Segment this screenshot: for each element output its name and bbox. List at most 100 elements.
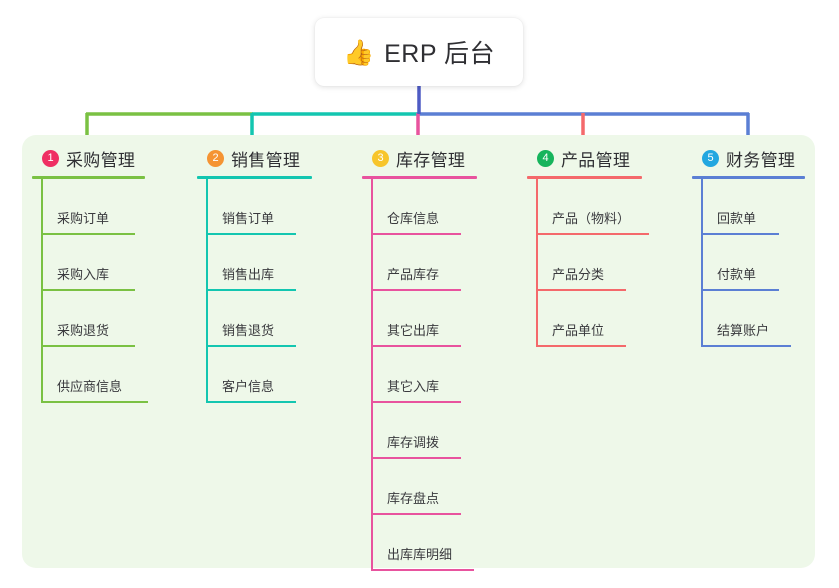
branch-item[interactable]: 客户信息 xyxy=(197,347,312,403)
branch-item-label: 其它入库 xyxy=(387,379,440,394)
branch-item-label: 采购订单 xyxy=(57,211,110,226)
branch-item[interactable]: 产品分类 xyxy=(527,235,642,291)
branch-item-label: 回款单 xyxy=(717,211,757,226)
branch-item-list: 采购订单采购入库采购退货供应商信息 xyxy=(32,179,148,403)
branch-title: 财务管理 xyxy=(726,150,796,170)
branch-item[interactable]: 采购订单 xyxy=(32,179,145,235)
branch-item[interactable]: 库存调拨 xyxy=(362,403,477,459)
branch-item[interactable]: 付款单 xyxy=(692,235,805,291)
branch-column-4[interactable]: 4 产品管理产品（物料） 产品分类产品单位 xyxy=(527,146,649,347)
branch-item[interactable]: 供应商信息 xyxy=(32,347,148,403)
branch-item-underline xyxy=(371,569,474,571)
branch-header-underline xyxy=(362,176,477,179)
branch-item-underline xyxy=(371,289,461,291)
root-node-title: ERP 后台 xyxy=(384,40,496,68)
branch-item-underline xyxy=(206,345,296,347)
branch-header-underline xyxy=(527,176,642,179)
branch-spine xyxy=(206,179,208,403)
branch-item-underline xyxy=(206,289,296,291)
branch-header-4[interactable]: 4 产品管理 xyxy=(527,146,642,170)
branch-item-underline xyxy=(701,289,779,291)
branch-item-label: 产品分类 xyxy=(552,267,605,282)
branch-item[interactable]: 销售订单 xyxy=(197,179,312,235)
branch-item[interactable]: 产品库存 xyxy=(362,235,477,291)
branch-item-label: 产品（物料） xyxy=(552,211,631,226)
branch-item-label: 付款单 xyxy=(717,267,757,282)
branch-item-label: 库存盘点 xyxy=(387,491,440,506)
branch-item-list: 仓库信息产品库存其它出库其它入库库存调拨库存盘点出库库明细 xyxy=(362,179,477,571)
branch-item-label: 仓库信息 xyxy=(387,211,440,226)
branch-item-underline xyxy=(206,233,296,235)
branch-spine xyxy=(701,179,703,347)
branch-item-underline xyxy=(41,345,135,347)
branch-item[interactable]: 仓库信息 xyxy=(362,179,477,235)
branch-number-badge: 1 xyxy=(42,149,59,167)
branch-item[interactable]: 销售出库 xyxy=(197,235,312,291)
branch-item-underline xyxy=(206,401,296,403)
branch-item-label: 库存调拨 xyxy=(387,435,440,450)
branch-item-underline xyxy=(701,233,779,235)
branch-item-label: 其它出库 xyxy=(387,323,440,338)
branch-header-underline xyxy=(692,176,805,179)
branch-title: 销售管理 xyxy=(231,150,301,170)
branch-item-label: 出库库明细 xyxy=(387,547,453,562)
branch-number-badge: 3 xyxy=(372,149,389,167)
branch-number-badge: 2 xyxy=(207,149,224,167)
branch-item-underline xyxy=(371,401,461,403)
branches-panel xyxy=(22,135,815,568)
branch-item-label: 采购入库 xyxy=(57,267,110,282)
branch-item-underline xyxy=(536,233,649,235)
root-node-card[interactable]: 👍 ERP 后台 xyxy=(315,18,523,86)
branch-item-label: 销售出库 xyxy=(222,267,275,282)
branch-title: 产品管理 xyxy=(561,150,631,170)
branch-item-list: 产品（物料） 产品分类产品单位 xyxy=(527,179,649,347)
branch-header-2[interactable]: 2 销售管理 xyxy=(197,146,312,170)
branch-item-underline xyxy=(371,233,461,235)
branch-item[interactable]: 采购退货 xyxy=(32,291,145,347)
branch-column-2[interactable]: 2 销售管理销售订单销售出库销售退货客户信息 xyxy=(197,146,312,403)
branch-item[interactable]: 出库库明细 xyxy=(362,515,477,571)
branch-spine xyxy=(41,179,43,403)
branch-item-underline xyxy=(536,345,626,347)
branch-item-label: 客户信息 xyxy=(222,379,275,394)
branch-item-list: 销售订单销售出库销售退货客户信息 xyxy=(197,179,312,403)
branch-item-underline xyxy=(371,345,461,347)
branch-item-underline xyxy=(536,289,626,291)
branch-number-badge: 4 xyxy=(537,149,554,167)
branch-title: 采购管理 xyxy=(66,150,136,170)
branch-item[interactable]: 其它入库 xyxy=(362,347,477,403)
branch-header-3[interactable]: 3 库存管理 xyxy=(362,146,477,170)
branch-item-underline xyxy=(41,289,135,291)
branch-header-1[interactable]: 1 采购管理 xyxy=(32,146,145,170)
branch-item-label: 产品单位 xyxy=(552,323,605,338)
branch-item[interactable]: 回款单 xyxy=(692,179,805,235)
branch-title: 库存管理 xyxy=(396,150,466,170)
branch-column-1[interactable]: 1 采购管理采购订单采购入库采购退货供应商信息 xyxy=(32,146,148,403)
branch-column-3[interactable]: 3 库存管理仓库信息产品库存其它出库其它入库库存调拨库存盘点出库库明细 xyxy=(362,146,477,571)
branch-item[interactable]: 结算账户 xyxy=(692,291,805,347)
branch-item-label: 采购退货 xyxy=(57,323,110,338)
branch-spine xyxy=(371,179,373,571)
branch-item-label: 销售订单 xyxy=(222,211,275,226)
branch-header-underline xyxy=(197,176,312,179)
branch-item-label: 结算账户 xyxy=(717,323,770,338)
branch-item[interactable]: 产品单位 xyxy=(527,291,642,347)
branch-item-underline xyxy=(371,513,461,515)
branch-item[interactable]: 采购入库 xyxy=(32,235,145,291)
branch-item[interactable]: 库存盘点 xyxy=(362,459,477,515)
branch-item-label: 销售退货 xyxy=(222,323,275,338)
branch-item[interactable]: 其它出库 xyxy=(362,291,477,347)
branch-item-underline xyxy=(701,345,791,347)
branch-header-underline xyxy=(32,176,145,179)
branch-item[interactable]: 产品（物料） xyxy=(527,179,649,235)
branch-item-list: 回款单付款单结算账户 xyxy=(692,179,805,347)
branch-spine xyxy=(536,179,538,347)
branch-item-label: 产品库存 xyxy=(387,267,440,282)
thumbs-up-icon: 👍 xyxy=(342,38,375,67)
branch-item-underline xyxy=(41,401,148,403)
branch-item-underline xyxy=(41,233,135,235)
branch-item[interactable]: 销售退货 xyxy=(197,291,312,347)
